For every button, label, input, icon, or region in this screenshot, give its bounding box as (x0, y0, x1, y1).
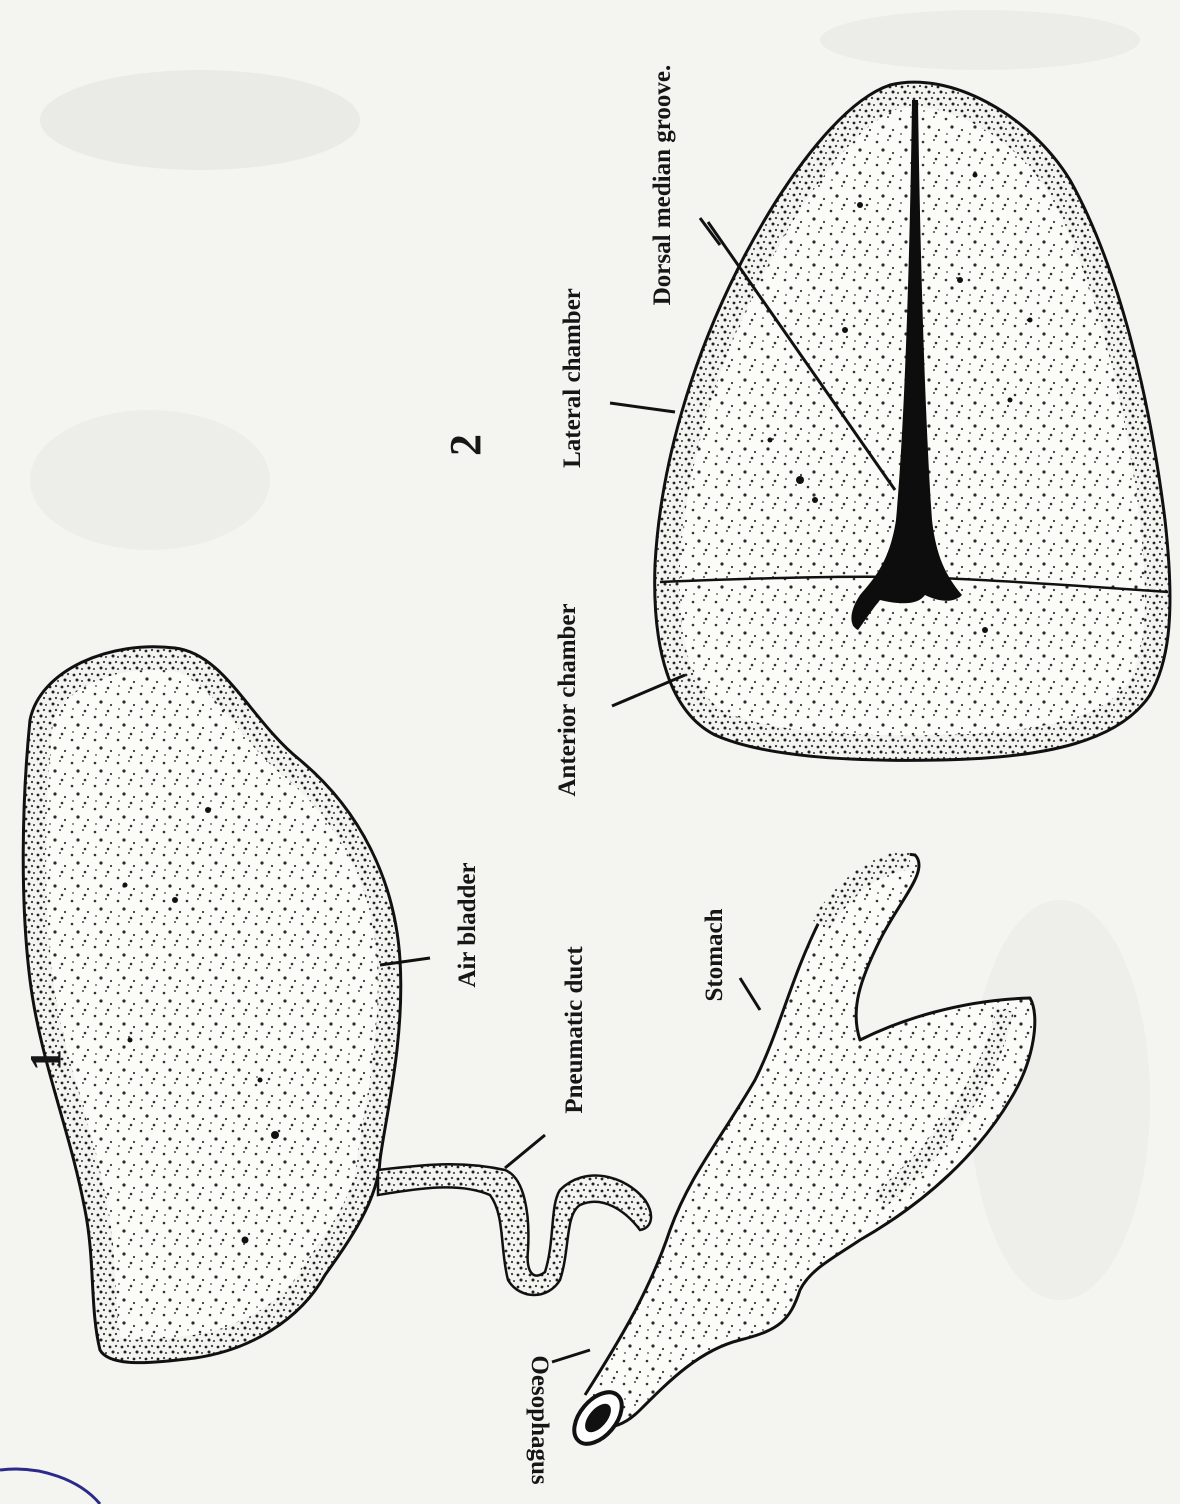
air-bladder-label: Air bladder (454, 862, 481, 987)
oesophagus-leader (552, 1350, 590, 1362)
air-bladder-shape (23, 647, 401, 1363)
pneumatic-duct-label: Pneumatic duct (561, 946, 588, 1114)
dorsal-median-groove-leader (700, 218, 720, 245)
figure-1: 1 Air bladder Pneumatic duct Stomach Oes… (21, 647, 1035, 1485)
stomach-shape (565, 854, 1035, 1452)
figure-2: 2 Anterior chamber Lateral chamber Dorsa… (441, 65, 1170, 797)
bladder-cross-section-shape (655, 82, 1170, 760)
lateral-chamber-leader (610, 403, 675, 412)
anterior-chamber-label: Anterior chamber (554, 603, 581, 796)
stomach-leader (740, 978, 760, 1010)
oesophagus-label: Oesophagus (526, 1355, 553, 1484)
figure-1-number: 1 (21, 1049, 70, 1071)
pneumatic-duct-leader (505, 1135, 545, 1168)
figure-2-number: 2 (441, 434, 490, 456)
dorsal-median-groove-label: Dorsal median groove. (649, 65, 676, 306)
pen-mark (0, 1469, 100, 1504)
stomach-label: Stomach (701, 908, 728, 1001)
pneumatic-duct-shape (378, 1164, 651, 1295)
lateral-chamber-label: Lateral chamber (559, 288, 586, 468)
